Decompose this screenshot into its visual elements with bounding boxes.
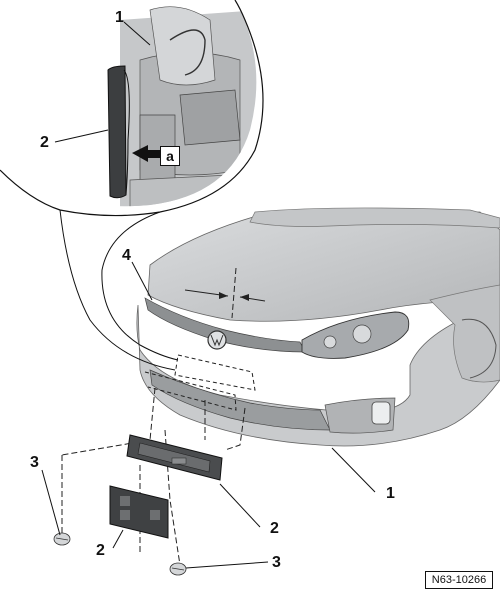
callout-1-top: 1: [115, 9, 124, 26]
screw-left: [53, 532, 71, 546]
exploded-parts: [53, 387, 246, 576]
car-body: [136, 207, 500, 447]
detail-view: [0, 0, 264, 371]
figure-reference-id: N63-10266: [425, 571, 493, 589]
callout-2-left: 2: [96, 542, 105, 559]
leader-lines: [41, 21, 376, 569]
callout-3-bottom: 3: [272, 554, 281, 571]
callout-2-top: 2: [40, 134, 49, 151]
detail-label-a: a: [160, 146, 180, 166]
callout-4: 4: [122, 247, 131, 264]
screw-bottom: [169, 562, 187, 576]
callout-1-right: 1: [386, 485, 395, 502]
callout-3-left: 3: [30, 454, 39, 471]
callout-2-right: 2: [270, 520, 279, 537]
